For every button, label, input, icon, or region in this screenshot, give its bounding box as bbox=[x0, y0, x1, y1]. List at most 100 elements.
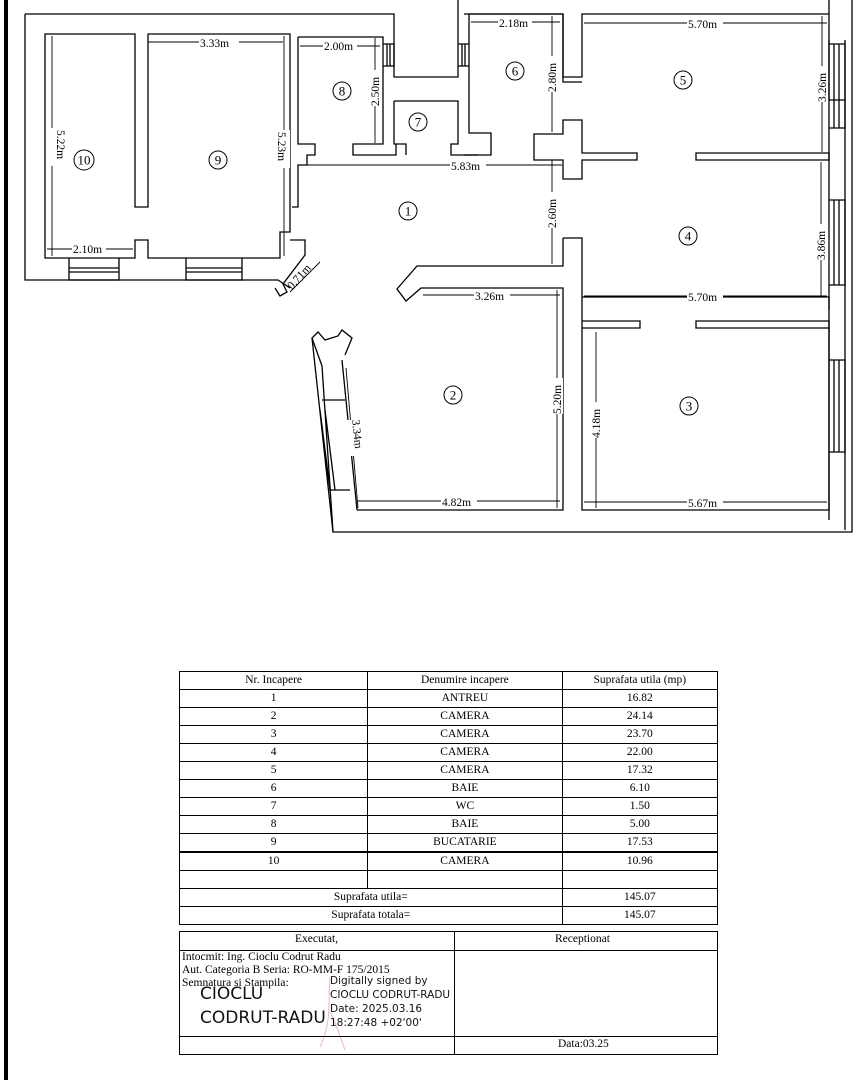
cell-area: 10.96 bbox=[561, 851, 719, 871]
room-3-marker: 3 bbox=[679, 396, 699, 416]
cell-nr: 9 bbox=[178, 833, 369, 853]
svg-text:6: 6 bbox=[512, 64, 519, 79]
room-markers: 1 2 3 4 5 6 7 8 9 10 bbox=[73, 61, 699, 416]
svg-text:4.18m: 4.18m bbox=[591, 409, 603, 438]
svg-text:2.50m: 2.50m bbox=[370, 77, 382, 106]
stamp-name-line-2: CODRUT-RADU bbox=[200, 1008, 326, 1028]
cell-area: 6.10 bbox=[561, 779, 719, 798]
cell-area: 17.53 bbox=[561, 833, 719, 853]
svg-text:0.71m: 0.71m bbox=[285, 262, 313, 292]
svg-text:4: 4 bbox=[685, 229, 692, 244]
table-empty-row bbox=[178, 870, 719, 889]
digital-line-1: Digitally signed by bbox=[330, 975, 428, 987]
total-utila-row: Suprafata utila=145.07 bbox=[179, 888, 719, 907]
dimension-labels: 3.33m 2.00m 2.18m 5.70m 5.83m 2.10m 3.26… bbox=[46, 16, 829, 510]
cell-area: 5.00 bbox=[561, 815, 719, 834]
svg-text:5.70m: 5.70m bbox=[688, 292, 717, 304]
svg-text:2.80m: 2.80m bbox=[547, 63, 559, 92]
svg-text:3.86m: 3.86m bbox=[816, 231, 828, 260]
svg-text:5.70m: 5.70m bbox=[688, 19, 717, 31]
col-header-area: Suprafata utila (mp) bbox=[561, 671, 719, 690]
floor-plan: 3.33m 2.00m 2.18m 5.70m 5.83m 2.10m 3.26… bbox=[24, 0, 853, 533]
authorization-line: Aut. Categoria B Seria: RO-MM-F 175/2015 bbox=[182, 964, 390, 976]
cell-name: BAIE bbox=[367, 779, 563, 798]
stamp-name-line-1: CIOCLU bbox=[200, 984, 264, 1004]
svg-text:2.18m: 2.18m bbox=[499, 18, 528, 30]
room-10-marker: 10 bbox=[73, 149, 95, 171]
cell-name: CAMERA bbox=[367, 707, 563, 726]
cell-name: ANTREU bbox=[367, 689, 563, 708]
svg-text:10: 10 bbox=[78, 153, 91, 168]
total-totala-label: Suprafata totala= bbox=[179, 906, 563, 925]
signature-header: Executat, Receptionat bbox=[180, 932, 717, 951]
executat-label: Executat, bbox=[295, 933, 339, 945]
svg-text:3.26m: 3.26m bbox=[817, 73, 829, 102]
cell-area: 22.00 bbox=[561, 743, 719, 762]
outer-wall bbox=[24, 0, 853, 533]
svg-text:4.82m: 4.82m bbox=[442, 497, 471, 509]
author-line: Intocmit: Ing. Cioclu Codrut Radu bbox=[182, 951, 341, 963]
room-5-marker: 5 bbox=[673, 70, 693, 90]
author-info: Intocmit: Ing. Cioclu Codrut Radu Aut. C… bbox=[182, 951, 390, 990]
svg-text:2.60m: 2.60m bbox=[547, 199, 559, 228]
svg-text:3: 3 bbox=[686, 399, 693, 414]
svg-text:2: 2 bbox=[450, 388, 457, 403]
cell-area: 24.14 bbox=[561, 707, 719, 726]
cell-nr: 4 bbox=[178, 743, 369, 762]
svg-text:5: 5 bbox=[680, 73, 687, 88]
cell-name: BAIE bbox=[367, 815, 563, 834]
room-area-table: Nr. Incapere Denumire incapere Suprafata… bbox=[178, 671, 719, 925]
cell-area: 1.50 bbox=[561, 797, 719, 816]
cell-name: CAMERA bbox=[367, 851, 563, 871]
room-7-marker: 7 bbox=[408, 112, 428, 132]
cell-nr: 1 bbox=[178, 689, 369, 708]
room-6-marker: 6 bbox=[505, 61, 525, 81]
svg-text:2.10m: 2.10m bbox=[73, 244, 102, 256]
signature-divider bbox=[454, 932, 455, 1054]
digital-line-2: CIOCLU CODRUT-RADU bbox=[330, 989, 451, 1001]
table-header-row: Nr. Incapere Denumire incapere Suprafata… bbox=[178, 671, 719, 690]
total-utila-value: 145.07 bbox=[561, 888, 719, 907]
cell-nr: 2 bbox=[178, 707, 369, 726]
room-9-marker: 9 bbox=[208, 150, 228, 170]
signature-mark-icon bbox=[319, 976, 346, 1051]
dimension-lines bbox=[47, 16, 827, 509]
cell-nr: 5 bbox=[178, 761, 369, 780]
svg-text:8: 8 bbox=[339, 84, 346, 99]
digital-line-3: Date: 2025.03.16 bbox=[330, 1003, 423, 1015]
cell-area: 17.32 bbox=[561, 761, 719, 780]
svg-text:2.00m: 2.00m bbox=[324, 41, 353, 53]
cell-area: 16.82 bbox=[561, 689, 719, 708]
digital-signature-info: Digitally signed by CIOCLU CODRUT-RADU D… bbox=[330, 974, 450, 1030]
cell-name: WC bbox=[367, 797, 563, 816]
svg-text:1: 1 bbox=[405, 204, 412, 219]
total-utila-label: Suprafata utila= bbox=[179, 888, 563, 907]
svg-text:5.22m: 5.22m bbox=[54, 130, 66, 159]
date-label: Data:03.25 bbox=[558, 1038, 609, 1050]
total-totala-value: 145.07 bbox=[561, 906, 719, 925]
svg-text:3.26m: 3.26m bbox=[475, 291, 504, 303]
room-8-marker: 8 bbox=[332, 81, 352, 101]
digital-stamp-name: CIOCLU CODRUT-RADU bbox=[200, 982, 326, 1030]
room-1-marker: 1 bbox=[398, 201, 418, 221]
svg-text:5.83m: 5.83m bbox=[451, 161, 480, 173]
receptionat-label: Receptionat bbox=[555, 933, 610, 945]
svg-text:7: 7 bbox=[415, 115, 422, 130]
cell-name: BUCATARIE bbox=[367, 833, 563, 853]
signature-block: Executat, Receptionat Intocmit: Ing. Cio… bbox=[179, 931, 718, 1055]
col-header-nr: Nr. Incapere bbox=[178, 671, 369, 690]
cell-area: 23.70 bbox=[561, 725, 719, 744]
svg-text:3.34m: 3.34m bbox=[349, 419, 364, 449]
col-header-name: Denumire incapere bbox=[367, 671, 563, 690]
page-border bbox=[4, 0, 8, 1080]
signature-label: Semnatura si Stampila: bbox=[182, 977, 289, 989]
cell-name: CAMERA bbox=[367, 725, 563, 744]
cell-nr: 8 bbox=[178, 815, 369, 834]
